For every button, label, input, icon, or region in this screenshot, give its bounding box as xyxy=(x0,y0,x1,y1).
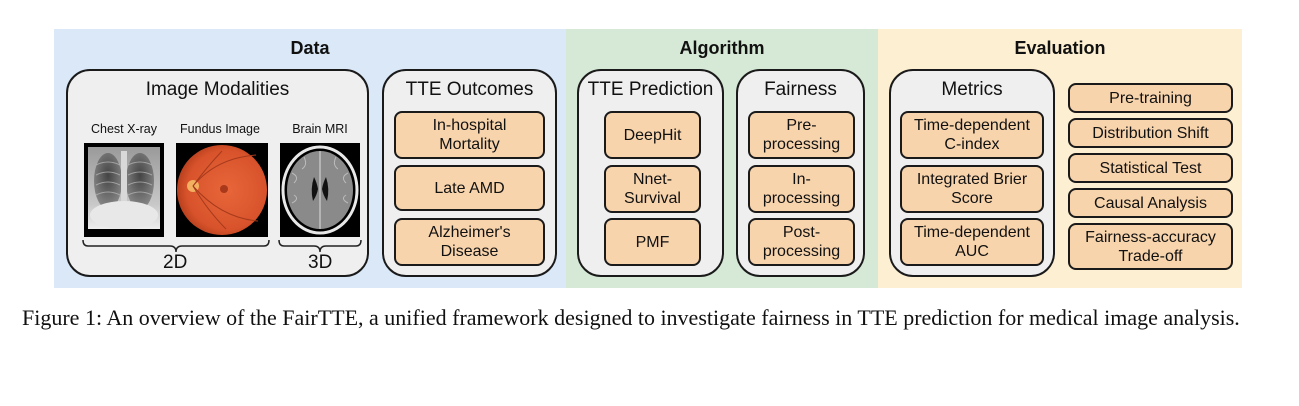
brace-2d xyxy=(82,239,270,253)
fundus-image xyxy=(176,143,268,237)
analysis-statistical-test: Statistical Test xyxy=(1068,153,1233,183)
tte-outcomes-title: TTE Outcomes xyxy=(405,79,534,100)
algorithm-section-title: Algorithm xyxy=(679,38,765,58)
metric-td-auc: Time-dependent AUC xyxy=(900,218,1044,266)
figure-caption: Figure 1: An overview of the FairTTE, a … xyxy=(22,305,1240,330)
fairness-post-processing: Post- processing xyxy=(748,218,855,266)
brain-mri-image xyxy=(280,143,360,237)
metric-td-c-index: Time-dependent C-index xyxy=(900,111,1044,159)
brace-3d xyxy=(278,239,362,253)
data-section: Data Image Modalities Chest X-ray Fundus… xyxy=(54,29,566,288)
data-section-title: Data xyxy=(290,38,330,58)
metric-integrated-brier-score: Integrated Brier Score xyxy=(900,165,1044,213)
brain-mri-label: Brain MRI xyxy=(292,122,348,136)
label-3d: 3D xyxy=(308,252,333,273)
fundus-image-label: Fundus Image xyxy=(180,122,260,136)
algorithm-section: Algorithm TTE Prediction DeepHit Nnet- S… xyxy=(566,29,878,288)
fairness-group: Fairness Pre- processing In- processing … xyxy=(736,69,865,277)
chest-xray-label: Chest X-ray xyxy=(91,122,157,136)
chest-xray-image xyxy=(84,143,164,237)
image-modalities-group: Image Modalities Chest X-ray Fundus Imag… xyxy=(66,69,369,277)
image-modalities-title: Image Modalities xyxy=(145,79,290,100)
evaluation-section: Evaluation Metrics Time-dependent C-inde… xyxy=(878,29,1242,288)
analysis-pre-training: Pre-training xyxy=(1068,83,1233,113)
outcome-late-amd: Late AMD xyxy=(394,165,545,211)
analysis-distribution-shift: Distribution Shift xyxy=(1068,118,1233,148)
model-deephit: DeepHit xyxy=(604,111,701,159)
analysis-causal-analysis: Causal Analysis xyxy=(1068,188,1233,218)
tte-prediction-group: TTE Prediction DeepHit Nnet- Survival PM… xyxy=(577,69,724,277)
model-nnet-survival: Nnet- Survival xyxy=(604,165,701,213)
tte-prediction-title: TTE Prediction xyxy=(587,79,714,100)
metrics-group: Metrics Time-dependent C-index Integrate… xyxy=(889,69,1055,277)
fairness-pre-processing: Pre- processing xyxy=(748,111,855,159)
outcome-in-hospital-mortality: In-hospital Mortality xyxy=(394,111,545,159)
model-pmf: PMF xyxy=(604,218,701,266)
tte-outcomes-group: TTE Outcomes In-hospital Mortality Late … xyxy=(382,69,557,277)
metrics-title: Metrics xyxy=(941,79,1003,100)
analysis-fairness-accuracy-tradeoff: Fairness-accuracy Trade-off xyxy=(1068,223,1233,270)
fairness-in-processing: In- processing xyxy=(748,165,855,213)
outcome-alzheimers-disease: Alzheimer's Disease xyxy=(394,218,545,266)
evaluation-section-title: Evaluation xyxy=(1014,38,1106,58)
label-2d: 2D xyxy=(163,252,188,273)
fairness-title: Fairness xyxy=(764,79,837,100)
